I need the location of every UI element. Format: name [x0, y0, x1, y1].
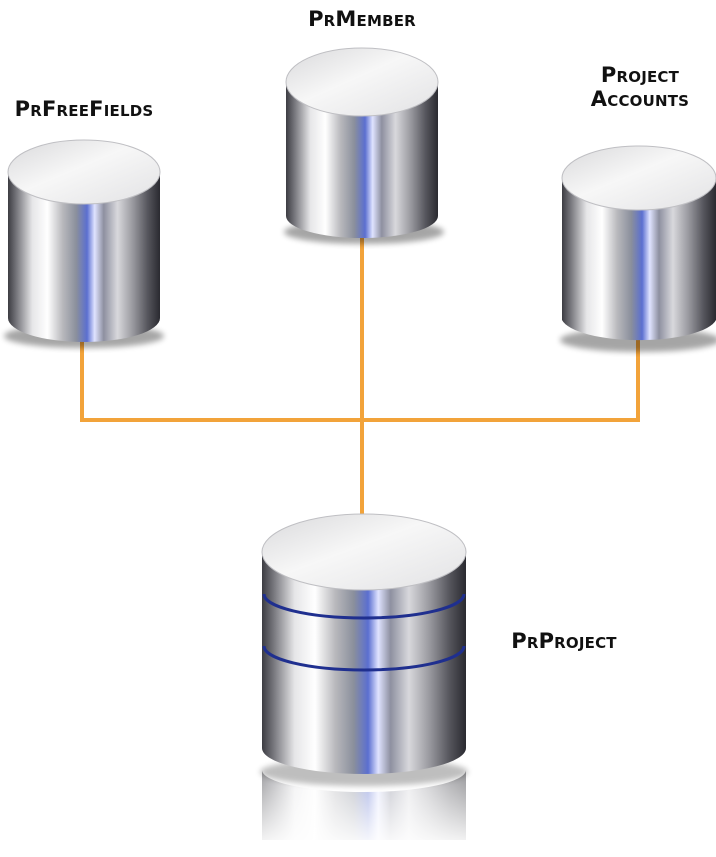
project-accounts-label-line1: Project — [600, 63, 680, 87]
prproject-label: PrProject — [511, 629, 617, 653]
project-accounts-label-line2: Accounts — [590, 86, 690, 111]
prfreefields-database-icon — [4, 139, 164, 348]
prmember-label: PrMember — [308, 7, 416, 31]
prmember-database-icon — [284, 47, 444, 244]
project-accounts-database-icon — [560, 145, 716, 352]
prproject-band-upper — [262, 593, 466, 620]
connectors — [80, 230, 640, 524]
project-accounts-label: Project Accounts — [574, 63, 706, 111]
prproject-database-icon — [258, 513, 470, 850]
prproject-band-lower — [262, 645, 466, 672]
prfreefields-label: PrFreeFields — [14, 97, 154, 121]
